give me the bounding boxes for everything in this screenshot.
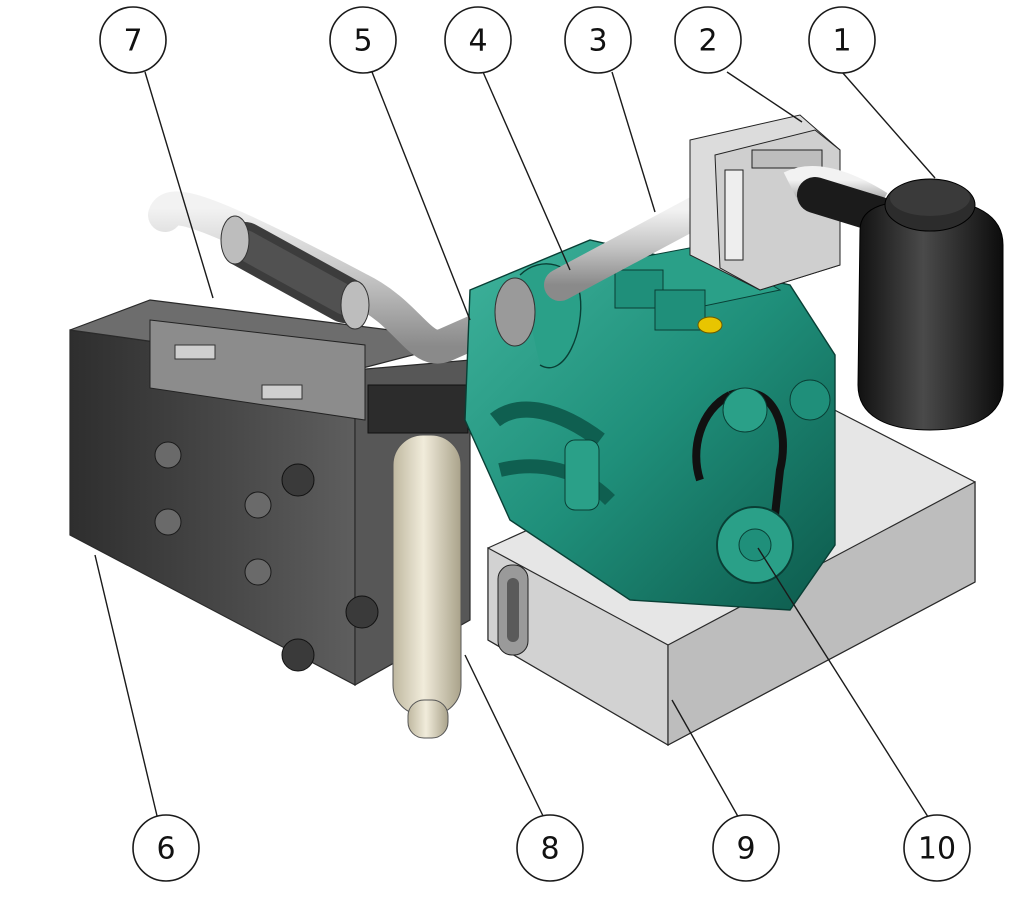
callout-number: 7: [123, 24, 142, 59]
leader-6: [94, 554, 159, 821]
callout-9: 9: [712, 814, 780, 882]
callout-2: 2: [674, 6, 742, 74]
callout-10: 10: [903, 814, 971, 882]
callout-number: 1: [832, 24, 851, 59]
callout-5: 5: [329, 6, 397, 74]
leader-2: [726, 71, 803, 123]
leader-lines: [94, 71, 936, 821]
callout-4: 4: [444, 6, 512, 74]
leader-8: [464, 654, 546, 821]
callout-number: 5: [353, 24, 372, 59]
callout-6: 6: [132, 814, 200, 882]
leader-3: [611, 71, 656, 213]
oil-cap: [697, 316, 723, 334]
leader-10: [757, 547, 931, 821]
callout-7: 7: [99, 6, 167, 74]
callout-number: 2: [698, 24, 717, 59]
callout-1: 1: [808, 6, 876, 74]
muffler: [367, 384, 469, 739]
engine-block: [464, 239, 836, 611]
tank-sight-gauge: [497, 564, 529, 656]
air-cleaner-housing: [689, 114, 898, 291]
callout-8: 8: [516, 814, 584, 882]
radiator-top-bracket: [149, 319, 366, 421]
leader-7: [144, 71, 214, 299]
callout-number: 3: [588, 24, 607, 59]
callout-3: 3: [564, 6, 632, 74]
leader-1: [841, 71, 936, 179]
air-filter: [857, 178, 1004, 431]
leader-9: [671, 699, 741, 821]
exhaust-pipe: [148, 191, 537, 364]
callout-number: 4: [468, 24, 487, 59]
callout-number: 8: [540, 832, 559, 867]
callout-number: 10: [918, 832, 956, 867]
callout-number: 9: [736, 832, 755, 867]
leader-5: [371, 71, 471, 321]
belt-pulley: [692, 379, 831, 584]
callout-number: 6: [156, 832, 175, 867]
leader-4: [482, 71, 571, 271]
